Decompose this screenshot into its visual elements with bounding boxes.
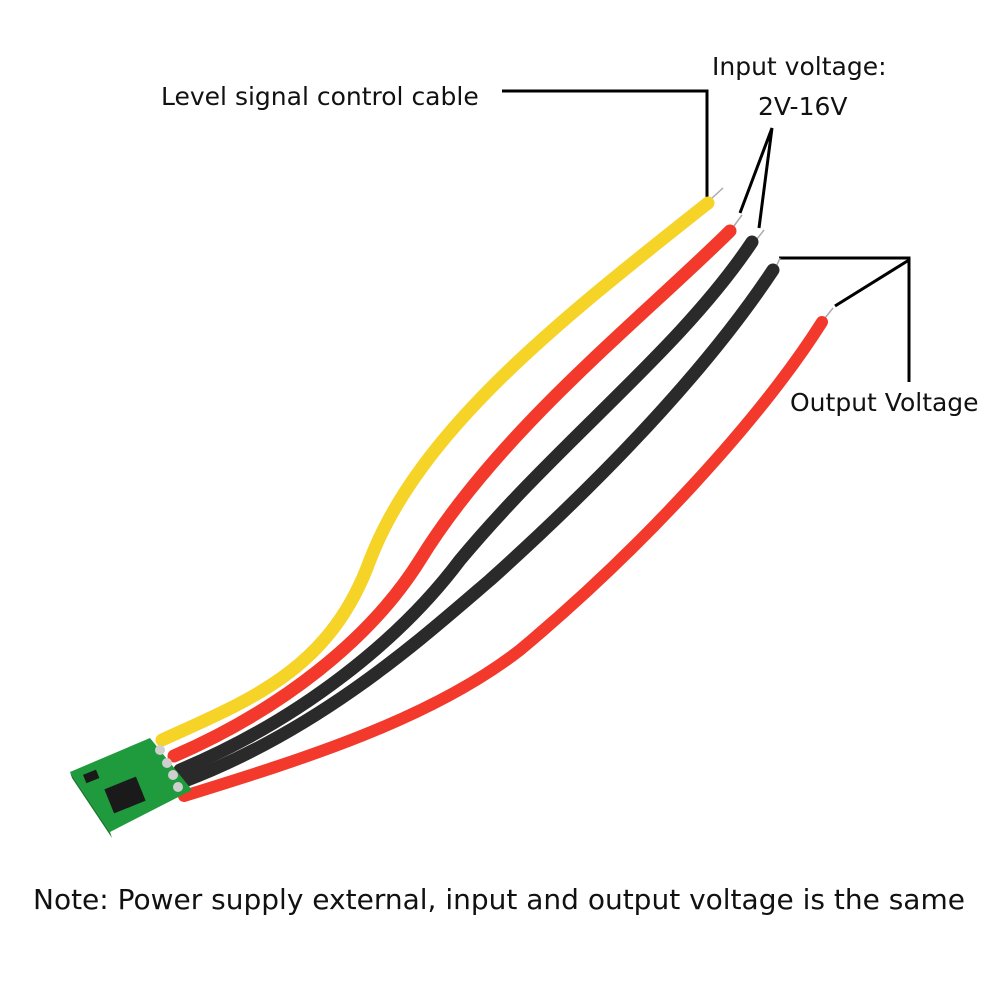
callout-output-voltage-branch (834, 258, 910, 308)
callout-level-signal (502, 89, 709, 200)
callout-input-voltage (738, 127, 774, 229)
solder-pads (155, 745, 183, 792)
wire-tips (710, 187, 834, 319)
level-signal-label: Level signal control cable (161, 82, 479, 111)
wire-output-positive (178, 316, 828, 802)
wire-input-positive (167, 224, 737, 763)
input-voltage-range: 2V-16V (758, 92, 848, 121)
wire-output-negative (175, 263, 780, 789)
wire-input-negative (173, 235, 759, 777)
input-voltage-label: Input voltage: (712, 52, 887, 81)
note-text: Note: Power supply external, input and o… (33, 883, 965, 916)
pcb-board (70, 738, 192, 838)
callout-output-voltage (779, 256, 911, 382)
wires (155, 196, 828, 802)
chip (104, 776, 146, 814)
wire-signal (155, 196, 715, 747)
callout-lines (502, 89, 911, 382)
output-voltage-label: Output Voltage (790, 388, 979, 417)
